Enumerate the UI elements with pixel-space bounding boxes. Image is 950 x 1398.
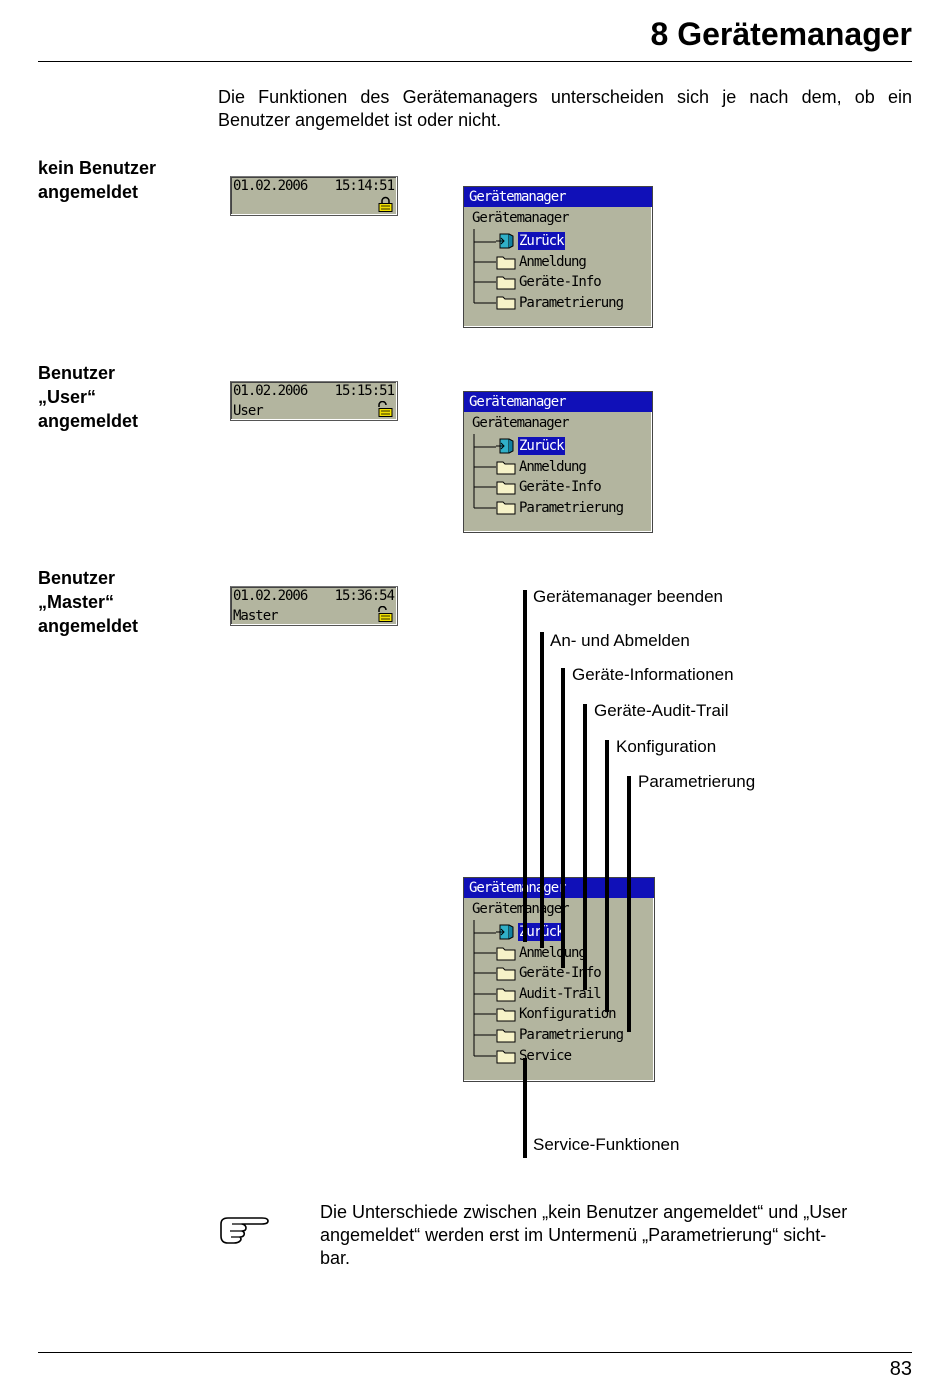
page-number: 83	[889, 1358, 912, 1380]
section-label-no-user: kein Benutzer angemeldet	[38, 156, 156, 204]
device-manager-window: Gerätemanager Gerätemanager Zurück Anmel…	[463, 186, 653, 328]
folder-icon	[496, 256, 516, 270]
folder-icon	[496, 461, 516, 475]
tree-lines	[473, 920, 496, 1057]
callout-line	[605, 740, 609, 1012]
folder-icon	[496, 1050, 516, 1064]
status-display: 01.02.2006 15:36:54 Master	[230, 586, 398, 626]
status-user: Master	[233, 608, 279, 624]
tree-item-parametrierung[interactable]: Parametrierung	[519, 295, 624, 311]
status-time: 15:14:51	[334, 178, 395, 194]
chapter-title: 8 Gerätemanager	[650, 16, 912, 52]
tree-item-service[interactable]: Service	[519, 1048, 572, 1064]
device-manager-window: Gerätemanager Gerätemanager Zurück Anmel…	[463, 391, 653, 533]
callout-line	[540, 632, 544, 948]
intro-paragraph: Die Funktionen des Gerätemanagers unters…	[218, 86, 912, 132]
note-line: angemeldet“ werden erst im Untermenü „Pa…	[320, 1225, 827, 1245]
folder-icon	[496, 296, 516, 310]
tree-root: Gerätemanager	[472, 210, 570, 226]
folder-icon	[496, 276, 516, 290]
window-title: Gerätemanager	[464, 392, 652, 412]
intro-line: Benutzer angemeldet ist oder nicht.	[218, 110, 502, 130]
tree-item-parametrierung[interactable]: Parametrierung	[519, 500, 624, 516]
status-date: 01.02.2006	[233, 178, 308, 194]
note-line: bar.	[320, 1248, 351, 1268]
status-date: 01.02.2006	[233, 588, 308, 604]
tree-item-geraete-info[interactable]: Geräte-Info	[519, 274, 602, 290]
label-line: angemeldet	[38, 616, 139, 636]
status-user: User	[233, 403, 264, 419]
status-time: 15:15:51	[334, 383, 395, 399]
folder-icon	[496, 1008, 516, 1022]
header-rule	[38, 61, 912, 62]
window-title: Gerätemanager	[464, 187, 652, 207]
folder-icon	[496, 501, 516, 515]
callout-label: Geräte-Audit-Trail	[594, 701, 729, 720]
callout-line	[523, 590, 527, 942]
section-label-master: Benutzer „Master“ angemeldet	[38, 566, 138, 638]
tree-item-zurueck[interactable]: Zurück	[518, 232, 565, 250]
tree-item-zurueck[interactable]: Zurück	[518, 437, 565, 455]
folder-icon	[496, 967, 516, 981]
callout-line	[583, 704, 587, 990]
folder-icon	[496, 947, 516, 961]
tree-item-geraete-info[interactable]: Geräte-Info	[519, 965, 602, 981]
status-display: 01.02.2006 15:14:51	[230, 176, 398, 216]
tree-lines	[473, 229, 496, 304]
callout-line	[523, 1058, 527, 1158]
callout-label: Geräte-Informationen	[572, 665, 734, 684]
exit-door-icon	[496, 924, 514, 940]
tree-item-konfiguration[interactable]: Konfiguration	[519, 1006, 617, 1022]
tree-root: Gerätemanager	[472, 415, 570, 431]
tree-item-anmeldung[interactable]: Anmeldung	[519, 945, 587, 961]
note-line: Die Unterschiede zwischen „kein Benutzer…	[320, 1202, 848, 1222]
callout-label: Gerätemanager beenden	[533, 587, 723, 606]
label-line: angemeldet	[38, 411, 139, 431]
tree-item-geraete-info[interactable]: Geräte-Info	[519, 479, 602, 495]
exit-door-icon	[496, 233, 514, 249]
callout-label: An- und Abmelden	[550, 631, 690, 650]
lock-closed-icon	[378, 196, 393, 212]
pointing-hand-icon	[220, 1217, 269, 1244]
label-line: Benutzer	[38, 568, 116, 588]
folder-icon	[496, 1029, 516, 1043]
tree-item-anmeldung[interactable]: Anmeldung	[519, 254, 587, 270]
lock-open-icon	[378, 401, 393, 417]
tree-root: Gerätemanager	[472, 901, 570, 917]
label-line: kein Benutzer	[38, 158, 157, 178]
callout-label: Konfiguration	[616, 737, 717, 756]
tree-lines	[473, 434, 496, 509]
exit-door-icon	[496, 438, 514, 454]
label-line: Benutzer	[38, 363, 116, 383]
tree-item-parametrierung[interactable]: Parametrierung	[519, 1027, 624, 1043]
callout-label: Parametrierung	[638, 772, 756, 791]
intro-line: Die Funktionen des Gerätemanagers unters…	[218, 87, 912, 107]
section-label-user: Benutzer „User“ angemeldet	[38, 361, 138, 433]
status-time: 15:36:54	[334, 588, 395, 604]
status-date: 01.02.2006	[233, 383, 308, 399]
callout-line	[627, 776, 631, 1032]
label-line: „Master“	[38, 592, 115, 612]
label-line: „User“	[38, 387, 97, 407]
footer-rule	[38, 1352, 912, 1353]
label-line: angemeldet	[38, 182, 139, 202]
status-display: 01.02.2006 15:15:51 User	[230, 381, 398, 421]
window-title: Gerätemanager	[464, 878, 654, 898]
folder-icon	[496, 988, 516, 1002]
tree-item-audit-trail[interactable]: Audit-Trail	[519, 986, 602, 1002]
callout-line	[561, 668, 565, 968]
note-text: Die Unterschiede zwischen „kein Benutzer…	[320, 1201, 912, 1270]
folder-icon	[496, 481, 516, 495]
lock-open-icon	[378, 606, 393, 622]
callout-label: Service-Funktionen	[533, 1135, 680, 1154]
tree-item-anmeldung[interactable]: Anmeldung	[519, 459, 587, 475]
